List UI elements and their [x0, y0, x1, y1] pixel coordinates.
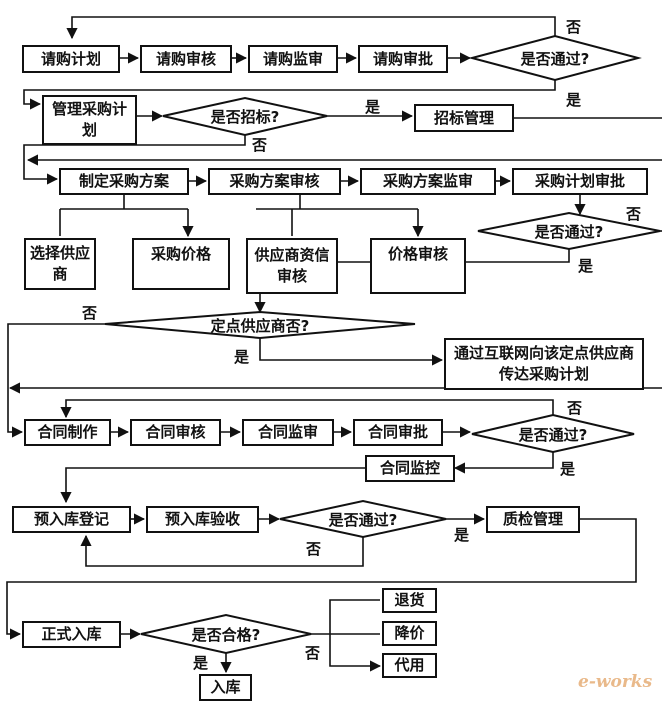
node-contract-make: 合同制作: [24, 419, 111, 446]
decision-qualified-label: 是否合格?: [191, 625, 261, 644]
edge-d1-yes-down: [23, 80, 556, 110]
node-internet-notify: 通过互联网向该定点供应商传达采购计划: [444, 338, 644, 390]
node-make-scheme: 制定采购方案: [59, 168, 189, 195]
decision-d3: [471, 413, 635, 454]
decision-d3-label: 是否通过?: [518, 425, 588, 444]
node-contract-monitor: 合同监控: [365, 455, 455, 482]
node-req-review: 请购审核: [140, 45, 232, 73]
edge-label-no-qualified: 否: [305, 644, 321, 662]
edge-label-no-tender: 否: [252, 136, 268, 154]
node-contract-approve: 合同审批: [353, 419, 443, 446]
edge-label-yes-fixed: 是: [234, 348, 250, 366]
edge-make-branch: [59, 195, 188, 236]
node-price-review: 价格审核: [370, 238, 466, 294]
watermark-logo: e-works: [578, 672, 653, 692]
decision-d1: [468, 34, 642, 82]
node-scheme-review: 采购方案审核: [208, 168, 341, 195]
node-contract-supervise: 合同监审: [242, 419, 334, 446]
node-return-goods: 退货: [382, 588, 437, 613]
node-choose-supplier: 选择供应商: [24, 238, 96, 290]
node-pur-plan-mgmt: 管理采购计划: [42, 95, 137, 145]
edge-qc-down: [6, 518, 637, 640]
edge-d4-no-loop: [80, 534, 364, 567]
node-req-supervise: 请购监审: [248, 45, 338, 73]
decision-fixed-supplier: [104, 310, 416, 340]
node-req-approve: 请购审批: [358, 45, 448, 73]
node-supplier-credit: 供应商资信审核: [246, 238, 338, 294]
node-price-cut: 降价: [382, 621, 437, 646]
node-req-plan: 请购计划: [22, 45, 120, 73]
node-formal-storage: 正式入库: [22, 621, 121, 648]
edge-label-yes-2: 是: [578, 257, 594, 275]
node-pre-register: 预入库登记: [12, 506, 131, 533]
edge-label-yes-qualified: 是: [193, 654, 209, 672]
decision-d1-label: 是否通过?: [520, 49, 590, 68]
edge-qualified-no: [311, 599, 380, 666]
edge-label-no-4: 否: [306, 540, 322, 558]
edge-label-no-fixed: 否: [82, 304, 98, 322]
node-plan-approve: 采购计划审批: [512, 168, 648, 195]
edge-scheme-branch: [256, 195, 418, 236]
edge-label-yes-1: 是: [566, 91, 582, 109]
edge-label-yes-4: 是: [454, 526, 470, 544]
node-pur-price: 采购价格: [132, 238, 230, 290]
edge-tender-no-down: [23, 135, 246, 185]
edge-fixed-yes: [259, 338, 444, 366]
edge-label-no-3: 否: [567, 399, 583, 417]
edge-fixed-no: [7, 323, 105, 438]
decision-d4-label: 是否通过?: [328, 510, 398, 529]
decision-fixed-label: 定点供应商否?: [210, 316, 310, 335]
node-tender-mgmt: 招标管理: [414, 104, 514, 132]
edge-label-no-2: 否: [626, 205, 642, 223]
edge-label-no-1: 否: [566, 18, 582, 36]
edge-d3-yes: [453, 452, 554, 474]
node-storage: 入库: [199, 674, 252, 701]
edge-d3-no-loop: [60, 399, 554, 419]
decision-d2-label: 是否通过?: [534, 222, 604, 241]
node-qc-mgmt: 质检管理: [486, 506, 580, 533]
node-contract-review: 合同审核: [130, 419, 221, 446]
decision-tender-label: 是否招标?: [210, 107, 280, 126]
node-pre-check: 预入库验收: [146, 506, 259, 533]
edge-label-yes-tender: 是: [365, 98, 381, 116]
edge-label-yes-3: 是: [560, 460, 576, 478]
edge-d1-no-loop: [66, 16, 556, 40]
node-scheme-supervise: 采购方案监审: [360, 168, 496, 195]
edge-monitor-down: [60, 467, 365, 504]
node-substitute: 代用: [382, 653, 437, 678]
